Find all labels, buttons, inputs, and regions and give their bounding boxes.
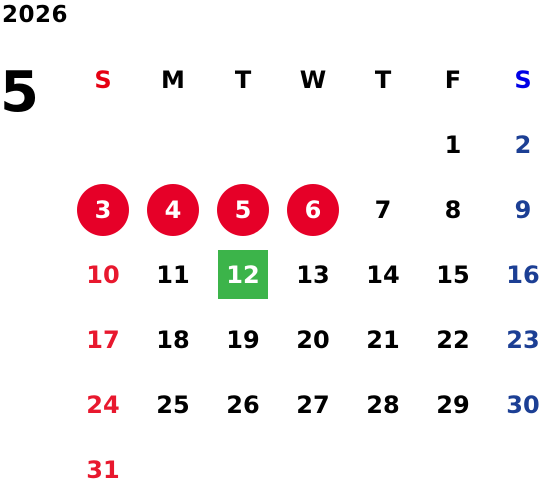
- week-row: 31: [68, 437, 548, 502]
- day-number: 1: [444, 130, 462, 159]
- highlighted-day-cell-12[interactable]: 12: [208, 242, 278, 307]
- day-cell-20[interactable]: 20: [278, 307, 348, 372]
- day-number: 29: [436, 390, 470, 419]
- empty-day-cell: [278, 112, 348, 177]
- day-cell-29[interactable]: 29: [418, 372, 488, 437]
- day-number: 2: [514, 130, 532, 159]
- day-cell-1[interactable]: 1: [418, 112, 488, 177]
- day-number: 25: [156, 390, 190, 419]
- year-label: 2026: [2, 2, 69, 28]
- day-cell-14[interactable]: 14: [348, 242, 418, 307]
- empty-day-cell: [208, 437, 278, 502]
- day-number: 27: [296, 390, 330, 419]
- day-number: 20: [296, 325, 330, 354]
- weekday-saturday: S: [514, 66, 532, 94]
- day-number: 18: [156, 325, 190, 354]
- day-number: 15: [436, 260, 470, 289]
- day-number: 7: [374, 195, 392, 224]
- day-cell-8[interactable]: 8: [418, 177, 488, 242]
- weekday-sunday: S: [94, 66, 112, 94]
- day-number: 5: [217, 183, 269, 236]
- holiday-day-cell-4[interactable]: 4: [138, 177, 208, 242]
- day-cell-2[interactable]: 2: [488, 112, 548, 177]
- weekday-friday: F: [444, 66, 462, 94]
- day-number: 6: [287, 183, 339, 236]
- day-number: 8: [444, 195, 462, 224]
- day-number: 14: [366, 260, 400, 289]
- day-cell-11[interactable]: 11: [138, 242, 208, 307]
- day-number: 28: [366, 390, 400, 419]
- day-number: 9: [514, 195, 532, 224]
- week-row: 17 18 19 20 21 22 23: [68, 307, 548, 372]
- day-cell-19[interactable]: 19: [208, 307, 278, 372]
- day-cell-23[interactable]: 23: [488, 307, 548, 372]
- empty-day-cell: [68, 112, 138, 177]
- day-cell-26[interactable]: 26: [208, 372, 278, 437]
- day-number: 17: [86, 325, 120, 354]
- day-cell-31[interactable]: 31: [68, 437, 138, 502]
- holiday-day-cell-3[interactable]: 3: [68, 177, 138, 242]
- day-cell-16[interactable]: 16: [488, 242, 548, 307]
- day-cell-24[interactable]: 24: [68, 372, 138, 437]
- week-row: 24 25 26 27 28 29 30: [68, 372, 548, 437]
- day-number: 31: [86, 455, 120, 484]
- day-number: 22: [436, 325, 470, 354]
- day-number: 12: [218, 250, 268, 299]
- day-number: 19: [226, 325, 260, 354]
- empty-day-cell: [488, 437, 548, 502]
- day-cell-18[interactable]: 18: [138, 307, 208, 372]
- day-cell-13[interactable]: 13: [278, 242, 348, 307]
- day-number: 10: [86, 260, 120, 289]
- empty-day-cell: [138, 112, 208, 177]
- holiday-day-cell-6[interactable]: 6: [278, 177, 348, 242]
- weekday-wednesday: W: [299, 66, 327, 94]
- day-number: 4: [147, 183, 199, 236]
- empty-day-cell: [138, 437, 208, 502]
- day-cell-17[interactable]: 17: [68, 307, 138, 372]
- day-number: 21: [366, 325, 400, 354]
- day-number: 24: [86, 390, 120, 419]
- day-number: 23: [506, 325, 540, 354]
- weekday-tuesday: T: [234, 66, 252, 94]
- empty-day-cell: [278, 437, 348, 502]
- day-cell-25[interactable]: 25: [138, 372, 208, 437]
- day-cell-21[interactable]: 21: [348, 307, 418, 372]
- empty-day-cell: [208, 112, 278, 177]
- holiday-day-cell-5[interactable]: 5: [208, 177, 278, 242]
- day-cell-9[interactable]: 9: [488, 177, 548, 242]
- day-cell-28[interactable]: 28: [348, 372, 418, 437]
- day-number: 11: [156, 260, 190, 289]
- day-number: 30: [506, 390, 540, 419]
- week-row: 10 11 12 13 14 15 16: [68, 242, 548, 307]
- day-cell-7[interactable]: 7: [348, 177, 418, 242]
- weekday-monday: M: [161, 66, 185, 94]
- day-cell-22[interactable]: 22: [418, 307, 488, 372]
- day-cell-10[interactable]: 10: [68, 242, 138, 307]
- day-cell-30[interactable]: 30: [488, 372, 548, 437]
- day-number: 13: [296, 260, 330, 289]
- month-label: 5: [0, 60, 39, 125]
- weekday-header-row: S M T W T F S: [68, 48, 548, 112]
- empty-day-cell: [418, 437, 488, 502]
- weekday-thursday: T: [374, 66, 392, 94]
- day-cell-27[interactable]: 27: [278, 372, 348, 437]
- day-number: 26: [226, 390, 260, 419]
- day-number: 16: [506, 260, 540, 289]
- day-cell-15[interactable]: 15: [418, 242, 488, 307]
- day-number: 3: [77, 183, 129, 236]
- empty-day-cell: [348, 112, 418, 177]
- empty-day-cell: [348, 437, 418, 502]
